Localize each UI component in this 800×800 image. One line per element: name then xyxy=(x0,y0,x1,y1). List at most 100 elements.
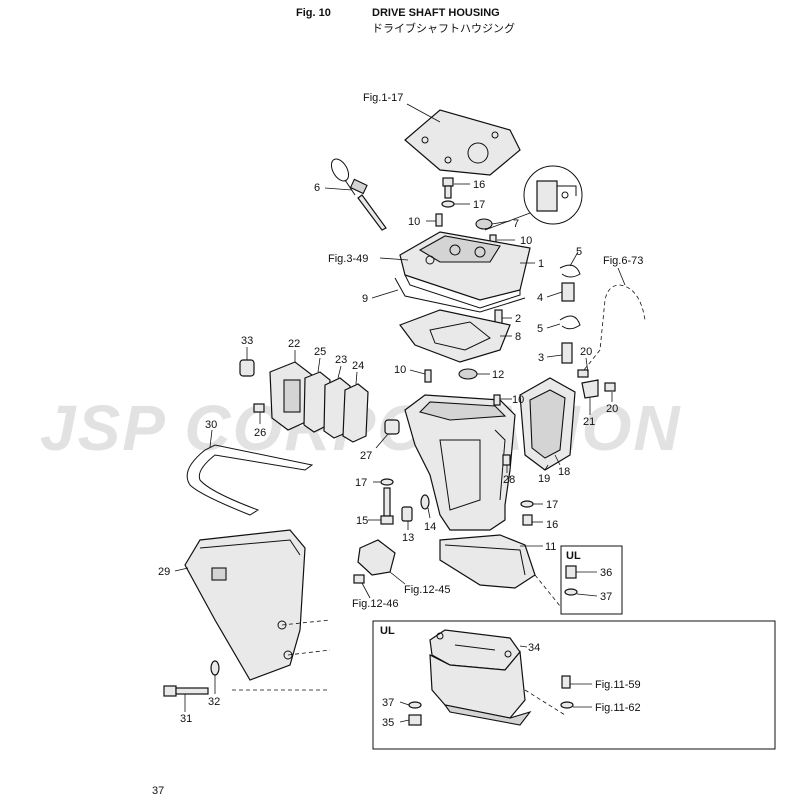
label-7: 7 xyxy=(513,218,519,230)
label-fig6-73: Fig.6-73 xyxy=(603,255,643,267)
label-fig12-46: Fig.12-46 xyxy=(352,598,398,610)
label-34: 34 xyxy=(528,642,540,654)
seal-7 xyxy=(475,218,493,230)
seal-12 xyxy=(458,368,478,380)
bolt-16-right xyxy=(522,514,533,526)
label-21: 21 xyxy=(583,416,595,428)
upper-cover xyxy=(399,231,531,309)
label-4: 4 xyxy=(537,292,543,304)
label-6: 6 xyxy=(314,182,320,194)
label-13: 13 xyxy=(402,532,414,544)
rubber-seal-30 xyxy=(186,444,314,516)
ul-label-large: UL xyxy=(380,625,395,637)
label-15: 15 xyxy=(356,515,368,527)
label-10-mid-right: 10 xyxy=(512,394,524,406)
label-27: 27 xyxy=(360,450,372,462)
ul-box-large xyxy=(372,620,776,750)
bolt-fig11-59 xyxy=(561,675,571,689)
plate-fig12-45 xyxy=(357,539,396,576)
label-31: 31 xyxy=(180,713,192,725)
label-fig3-49: Fig.3-49 xyxy=(328,253,368,265)
label-10-upper-right: 10 xyxy=(520,235,532,247)
label-18: 18 xyxy=(558,466,570,478)
bolt-26 xyxy=(253,403,265,413)
label-16-top: 16 xyxy=(473,179,485,191)
label-10-mid-left: 10 xyxy=(394,364,406,376)
label-10-upper-left: 10 xyxy=(408,216,420,228)
bolt-20a xyxy=(577,369,589,378)
washer-14 xyxy=(420,494,430,510)
label-33: 33 xyxy=(241,335,253,347)
gasket-8 xyxy=(399,309,511,363)
mount-33 xyxy=(239,359,255,377)
label-37-ul-box: 37 xyxy=(382,697,394,709)
bolt-16-top xyxy=(442,177,454,199)
detail-callout xyxy=(484,165,583,231)
label-19: 19 xyxy=(538,473,550,485)
label-3: 3 xyxy=(538,352,544,364)
cover-plate-18 xyxy=(519,377,576,471)
joint-3 xyxy=(561,342,573,364)
bolt-15 xyxy=(380,487,394,525)
bracket-22 xyxy=(269,361,313,431)
label-16-right: 16 xyxy=(546,519,558,531)
washer-32 xyxy=(210,660,220,676)
nut-35 xyxy=(408,714,422,726)
hose-4 xyxy=(561,282,575,302)
label-20-upper: 20 xyxy=(580,346,592,358)
grommet-27 xyxy=(384,419,400,435)
dowel-pin-10a xyxy=(435,213,443,227)
dowel-pin-10d xyxy=(493,394,501,406)
fitting-21 xyxy=(581,379,599,399)
dowel-pin-10c xyxy=(424,369,432,383)
page-number: 37 xyxy=(152,785,164,797)
hose-clip-5b xyxy=(559,315,581,330)
washer-17-left xyxy=(380,478,394,486)
top-gasket xyxy=(404,109,521,176)
ul-box-small xyxy=(560,545,623,615)
label-14: 14 xyxy=(424,521,436,533)
washer-37-ul xyxy=(564,588,578,596)
label-5-top: 5 xyxy=(576,246,582,258)
hose-fig6-73 xyxy=(579,284,646,376)
gasket-24 xyxy=(342,383,369,443)
label-8: 8 xyxy=(515,331,521,343)
label-fig1-17: Fig.1-17 xyxy=(363,92,403,104)
label-17-left: 17 xyxy=(355,477,367,489)
label-fig11-62: Fig.11-62 xyxy=(595,702,641,714)
label-22: 22 xyxy=(288,338,300,350)
figure-title-english: DRIVE SHAFT HOUSING xyxy=(372,7,500,19)
label-5-mid: 5 xyxy=(537,323,543,335)
washer-fig11-62 xyxy=(560,701,574,709)
label-17-top: 17 xyxy=(473,199,485,211)
figure-title-japanese: ドライブシャフトハウジング xyxy=(372,23,515,35)
nut-13 xyxy=(401,506,413,522)
housing-34 xyxy=(429,629,532,726)
bolt-fig12-46 xyxy=(353,574,365,584)
figure-number: Fig. 10 xyxy=(296,7,331,19)
dipstick xyxy=(330,158,387,231)
label-2: 2 xyxy=(515,313,521,325)
label-35: 35 xyxy=(382,717,394,729)
label-9: 9 xyxy=(362,293,368,305)
label-17-right: 17 xyxy=(546,499,558,511)
label-30: 30 xyxy=(205,419,217,431)
label-28: 28 xyxy=(503,474,515,486)
label-36: 36 xyxy=(600,567,612,579)
label-32: 32 xyxy=(208,696,220,708)
gasket-9 xyxy=(394,277,526,313)
label-37-ul: 37 xyxy=(600,591,612,603)
label-fig11-59: Fig.11-59 xyxy=(595,679,641,691)
label-12: 12 xyxy=(492,369,504,381)
label-29: 29 xyxy=(158,566,170,578)
label-24: 24 xyxy=(352,360,364,372)
label-26: 26 xyxy=(254,427,266,439)
label-23: 23 xyxy=(335,354,347,366)
label-20-lower: 20 xyxy=(606,403,618,415)
label-11: 11 xyxy=(545,541,556,553)
bottom-cover xyxy=(184,529,306,681)
washer-17-right xyxy=(520,500,534,508)
pin-28 xyxy=(502,454,511,466)
